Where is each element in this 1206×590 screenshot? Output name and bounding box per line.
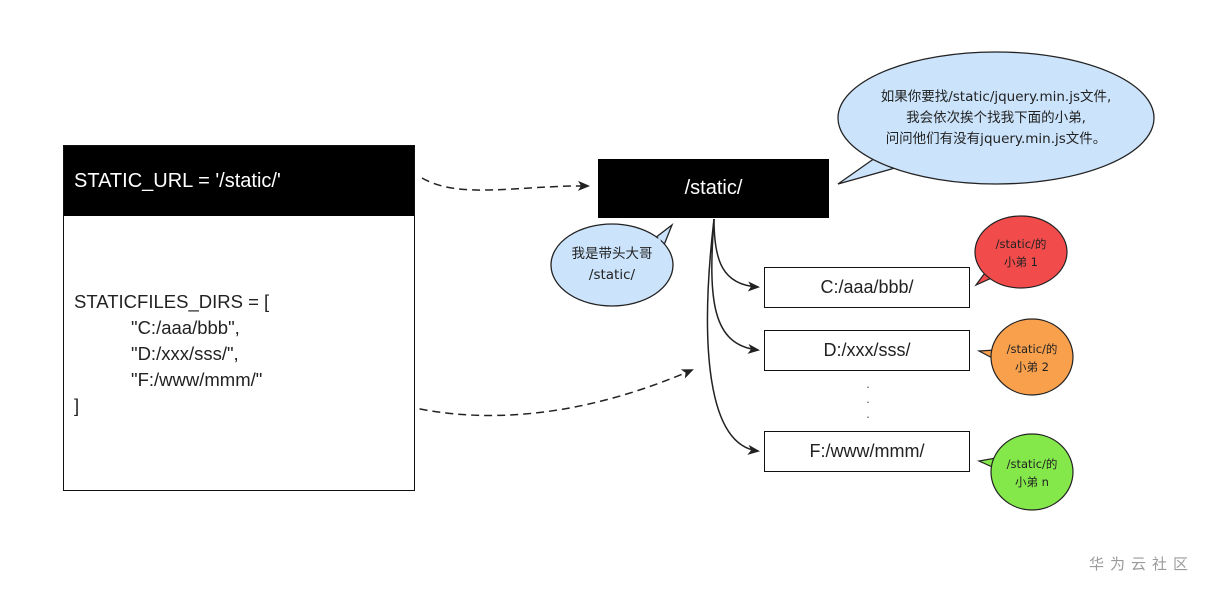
staticfiles-dirs-close: ] (74, 395, 80, 416)
minion-bubble-1 (974, 215, 1068, 289)
main-speech-line-3: 问问他们有没有jquery.min.js文件。 (885, 130, 1107, 147)
leader-speech-line-1: 我是带头大哥 (571, 246, 653, 262)
dir-node-2: D:/xxx/sss/ (764, 330, 970, 371)
minion-text-n: /static/的 小弟 n (991, 454, 1073, 492)
minion-2-line-1: /static/的 (1006, 342, 1058, 356)
dirs-entry-1: "C:/aaa/bbb", (131, 317, 240, 338)
settings-panel: STATIC_URL = '/static/' STATICFILES_DIRS… (63, 145, 415, 491)
minion-n-line-2: 小弟 n (1015, 475, 1049, 489)
tree-arrow-dir-n (706, 218, 760, 455)
main-speech-text: 如果你要找/static/jquery.min.js文件, 我会依次挨个找我下面… (840, 84, 1152, 152)
ellipsis-dot-1: . (866, 376, 870, 391)
dir-node-1: C:/aaa/bbb/ (764, 267, 970, 308)
dir-node-n: F:/www/mmm/ (764, 431, 970, 472)
minion-text-1: /static/的 小弟 1 (976, 234, 1066, 272)
dirs-entry-3: "F:/www/mmm/" (131, 369, 263, 390)
watermark: 华为云社区 (1088, 555, 1194, 573)
minion-bubble-n (976, 433, 1074, 511)
staticfiles-dirs-open: STATICFILES_DIRS = [ (74, 291, 270, 312)
tree-arrow-dir-1 (713, 218, 760, 292)
dirs-entry-2: "D:/xxx/sss/", (131, 343, 239, 364)
leader-speech-text: 我是带头大哥 /static/ (552, 244, 672, 286)
leader-speech-line-2: /static/ (588, 267, 636, 283)
minion-n-line-1: /static/的 (1006, 457, 1058, 471)
main-speech-line-1: 如果你要找/static/jquery.min.js文件, (880, 88, 1112, 105)
ellipsis-dot-3: . (866, 406, 870, 421)
staticfiles-dirs-setting: STATICFILES_DIRS = [ "C:/aaa/bbb", "D:/x… (74, 289, 269, 419)
minion-text-2: /static/的 小弟 2 (991, 339, 1073, 377)
dashed-arrow-staticfiles (322, 369, 694, 417)
static-node: /static/ (598, 159, 829, 218)
leader-speech-bubble (550, 223, 674, 307)
static-url-setting: STATIC_URL = '/static/' (64, 146, 414, 216)
dashed-arrow-static-url (421, 177, 590, 191)
minion-2-line-2: 小弟 2 (1015, 360, 1049, 374)
ellipsis-dot-2: . (866, 391, 870, 406)
main-speech-line-2: 我会依次挨个找我下面的小弟, (906, 109, 1086, 126)
tree-arrow-dir-2 (711, 218, 760, 354)
main-speech-bubble (837, 51, 1155, 185)
minion-1-line-1: /static/的 (995, 237, 1047, 251)
minion-1-line-2: 小弟 1 (1004, 255, 1038, 269)
minion-bubble-2 (976, 318, 1074, 396)
